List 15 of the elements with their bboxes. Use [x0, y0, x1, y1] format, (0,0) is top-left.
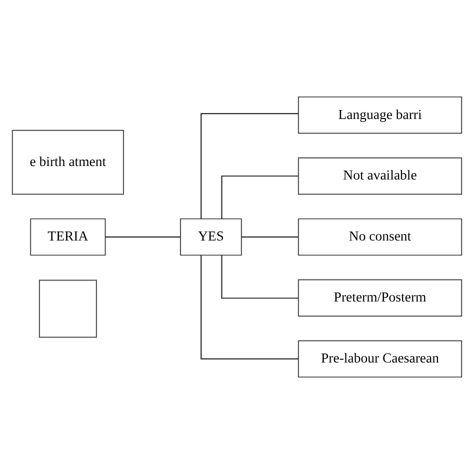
- node-box: TERIA: [30, 218, 106, 256]
- node-box: Language barri: [298, 96, 462, 134]
- connector: [241, 236, 299, 238]
- connector: [200, 113, 299, 220]
- node-box: Preterm/Posterm: [298, 279, 462, 317]
- connector: [221, 254, 299, 299]
- connector: [105, 236, 181, 238]
- connector: [200, 254, 299, 360]
- node-box: e birth atment: [12, 130, 124, 195]
- connector: [221, 176, 299, 220]
- node-box: [38, 280, 97, 338]
- node-box: YES: [180, 218, 242, 256]
- node-box: Pre-labour Caesarean: [298, 340, 462, 378]
- node-box: Not available: [298, 157, 462, 195]
- node-box: No consent: [298, 218, 462, 256]
